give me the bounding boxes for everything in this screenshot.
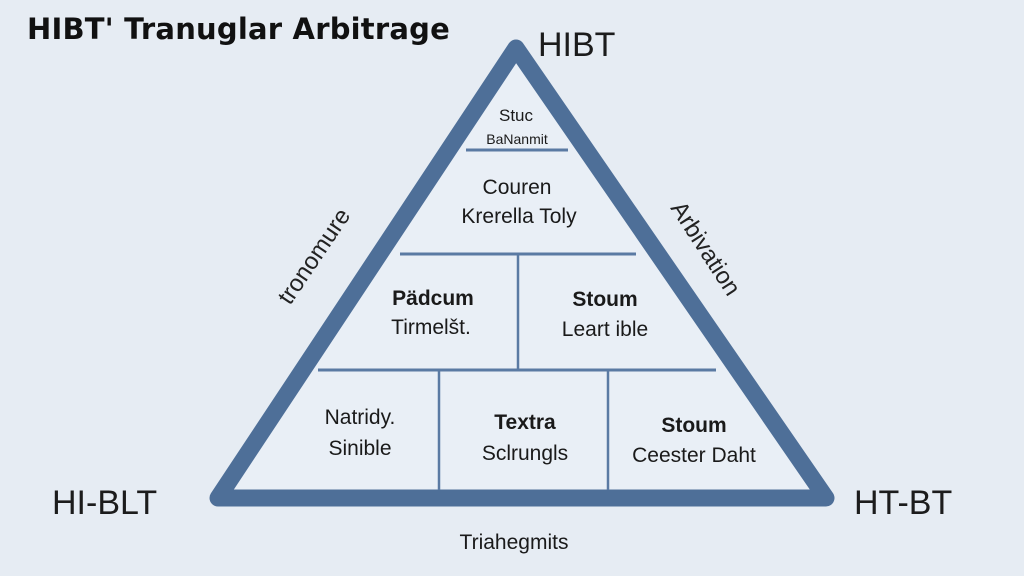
tier-second-line2: Krerella Toly [461,205,577,228]
tier-top-line1: Stuc [499,106,534,125]
tier-bottom-mid-line1: Textra [494,411,556,434]
tier-second-line1: Couren [483,176,552,199]
tier-third-right-line2: Leart ible [562,318,648,341]
tier-bottom-mid-line2: Sclrungls [482,442,568,465]
tier-bottom-right-line2: Ceester Daht [632,444,756,467]
page-title: HIBT' Tranuglar Arbitrage [27,12,450,46]
vertex-left-label: HI-BLT [52,484,157,522]
tier-third-left-line1: Pädcum [392,287,474,310]
side-bottom-label: Triahegmits [460,531,569,554]
tier-third-right-line1: Stoum [572,288,637,311]
tier-bottom-right-line1: Stoum [661,414,726,437]
tier-third-left-line2: Tirmelšt. [391,316,471,339]
vertex-top-label: HIBT [538,26,615,64]
vertex-right-label: HT-BT [854,484,952,522]
triangle-outline [209,39,835,507]
tier-bottom-left-line2: Sinible [328,437,391,460]
tier-top-line2: BaNanmit [486,131,548,147]
tier-bottom-left-line1: Natridy. [325,406,396,429]
